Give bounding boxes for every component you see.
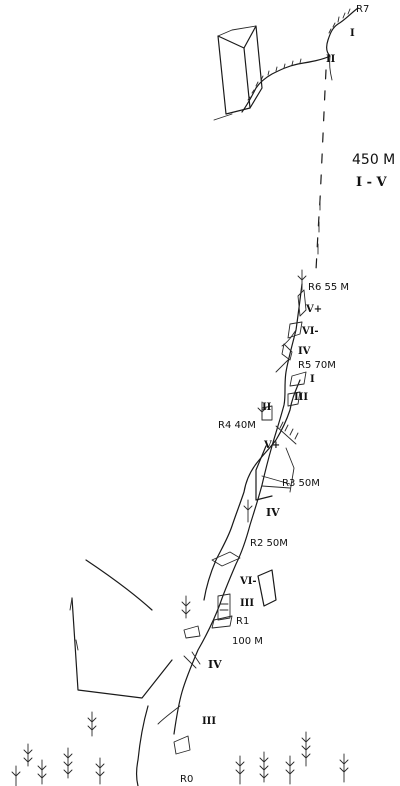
station-r7-label: R7 bbox=[356, 4, 369, 15]
grade-top-1: I bbox=[350, 28, 355, 39]
station-r0-label: R0 bbox=[180, 774, 193, 785]
grade-pitch-2: VI- bbox=[301, 326, 319, 337]
grade-pitch-11: IV bbox=[208, 658, 222, 671]
station-r3-label: R3 50M bbox=[282, 478, 320, 489]
route-approach-line bbox=[315, 69, 327, 271]
station-r4-label: R4 40M bbox=[218, 420, 256, 431]
grade-pitch-4: I bbox=[310, 374, 315, 385]
route-connector bbox=[317, 199, 321, 255]
pitch-features bbox=[173, 289, 307, 755]
station-r1-length: 100 M bbox=[232, 636, 263, 647]
summit-ridge bbox=[241, 7, 359, 113]
grade-pitch-12: III bbox=[202, 716, 216, 727]
rock-wall-sketch bbox=[203, 329, 301, 601]
grade-pitch-8: IV bbox=[266, 506, 280, 519]
station-r6-label: R6 55 M bbox=[308, 282, 349, 293]
grade-pitch-10: III bbox=[240, 598, 254, 609]
station-r1-label: R1 bbox=[236, 616, 249, 627]
route-height-label: 450 M bbox=[352, 152, 395, 168]
station-r2-label: R2 50M bbox=[250, 538, 288, 549]
grade-pitch-3: IV bbox=[298, 346, 311, 357]
grade-pitch-1: V+ bbox=[305, 304, 322, 315]
grade-pitch-7: V+ bbox=[263, 440, 280, 451]
base-boulder bbox=[69, 559, 181, 786]
station-r5-label: R5 70M bbox=[298, 360, 336, 371]
foreground-trees bbox=[11, 269, 349, 786]
route-grade-range: I - V bbox=[356, 175, 388, 190]
grade-pitch-5: III bbox=[294, 392, 308, 403]
route-main-line bbox=[173, 283, 303, 735]
grade-top-2: II bbox=[326, 54, 336, 65]
grade-pitch-6: II bbox=[262, 402, 272, 413]
grade-pitch-9: VI- bbox=[239, 576, 257, 587]
summit-block-feature bbox=[213, 25, 263, 121]
